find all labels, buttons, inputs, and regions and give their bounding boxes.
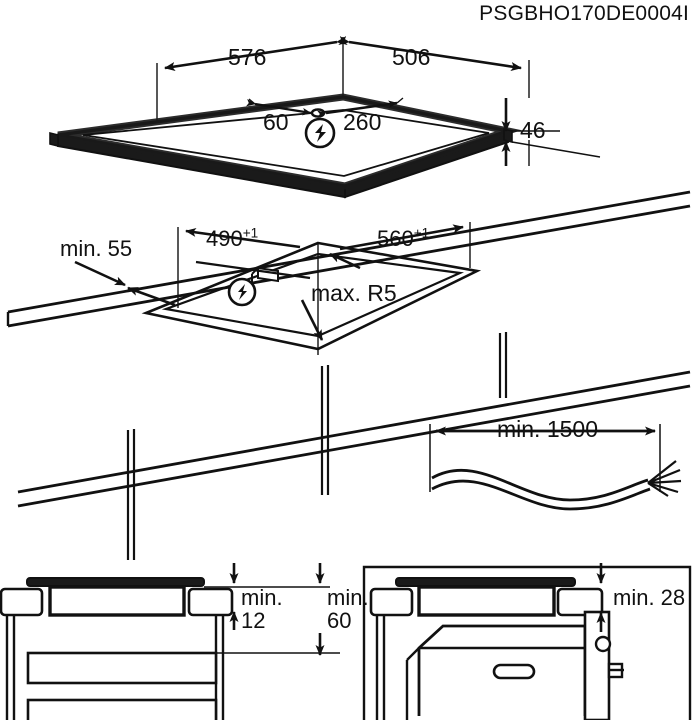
dimension-label-min-12: min.12 [241,586,283,632]
view-section-drawer-cabinet [0,563,340,720]
cutout-depth-value: 560 [377,226,414,251]
section-hob-glass [26,577,205,587]
oven-section-worktop-left [369,587,414,617]
worktop-slab [6,190,691,328]
section-drawer-lower [26,698,218,720]
dimension-label-cable-min-1500: min. 1500 [497,416,599,442]
dimension-label-min-60: min.60 [327,586,369,632]
section-worktop-right [187,587,234,617]
dimension-label-height-46: 46 [520,117,546,143]
dimension-label-terminal-offset-60: 60 [263,109,289,135]
dimension-line-46 [501,98,601,166]
worktop-front-edge [17,370,691,508]
oven-door-handle [492,663,536,680]
hob-appliance-body [49,93,522,199]
view-cable [429,424,682,511]
dimension-line-60 [246,98,312,116]
dimension-label-terminal-span-260: 260 [343,109,382,135]
dimension-label-cutout-width-490: 490+1 [206,225,259,251]
dimension-label-min-55: min. 55 [60,236,133,261]
inner-extension-lines [248,97,404,105]
dimension-label-depth-506: 506 [392,44,431,70]
connection-point-marker [310,108,326,118]
electrical-connection-icon [304,117,336,149]
min-12-line1: min. [241,585,283,610]
dimension-label-cutout-depth-560: 560+1 [377,225,430,251]
cabinet-support-legs [126,332,508,560]
cable-wire-ends [647,460,682,497]
min-12-line2: 12 [241,608,266,634]
cable-extension-lines [429,424,661,492]
view-appliance-top [49,36,601,199]
section-hob-body [48,585,186,617]
oven-section-worktop-right [556,587,604,617]
section-drawer-upper [26,651,218,685]
cable-body [431,468,651,511]
min-60-line2: 60 [327,608,352,634]
view-worktop-cutout [6,190,691,560]
leader-min-55 [74,260,176,307]
dimension-line-506 [338,36,522,71]
dimension-line-576 [164,36,348,71]
dimension-label-max-r5: max. R5 [311,280,397,306]
electrical-connection-icon-cutout [227,277,257,307]
dimension-line-260 [317,100,398,118]
oven-section-hob-body [417,585,556,617]
min-60-line1: min. [327,585,369,610]
dimension-label-width-576: 576 [228,44,267,70]
dimension-label-min-28: min. 28 [613,585,686,610]
leader-max-r5 [300,299,324,341]
oven-control-column [583,610,624,720]
view-section-oven [362,563,692,720]
section-panel-border [362,565,692,720]
dimension-line-560 [329,224,464,270]
dimension-line-490 [185,227,311,280]
dimension-line-min-60 [216,563,340,656]
cutout-width-tolerance: +1 [242,225,259,241]
document-code: PSGBHO170DE0004I [479,2,689,25]
dimension-line-min-12 [204,563,330,630]
oven-section-cabinet-walls [375,615,386,720]
cutout-depth-tolerance: +1 [413,225,430,241]
section-worktop-left [0,587,44,617]
cutout-width-value: 490 [206,226,243,251]
oven-section-hob-glass [395,577,576,587]
